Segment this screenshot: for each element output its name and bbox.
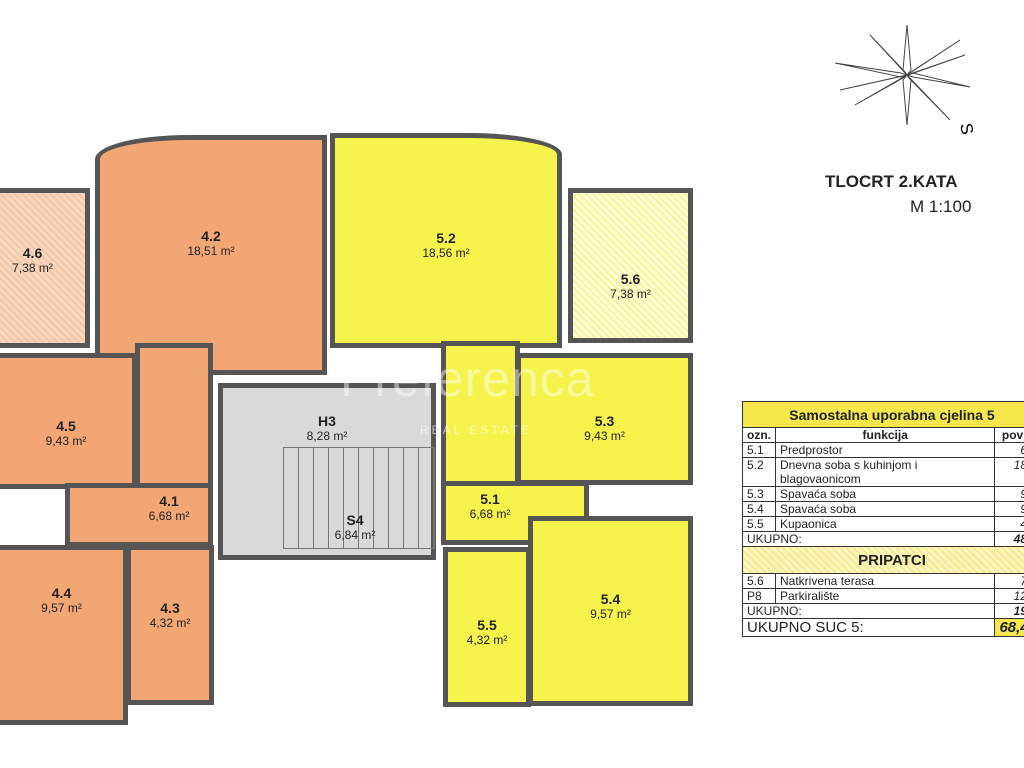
watermark-logo: Preferenca bbox=[340, 351, 595, 407]
plan-title: TLOCRT 2.KATA bbox=[825, 172, 958, 191]
table-row: P8Parkiralište12,5 bbox=[742, 588, 1024, 604]
table-row: 5.5Kupaonica4,3 bbox=[742, 516, 1024, 532]
room-5-1-corridor[interactable] bbox=[441, 341, 520, 491]
room-4-1-corridor[interactable] bbox=[135, 343, 213, 493]
watermark-sub: REAL ESTATE bbox=[420, 423, 533, 437]
compass-label: S bbox=[956, 122, 975, 135]
section-title: PRIPATCI bbox=[742, 546, 1024, 574]
table-row: 5.1Predprostor6,6 bbox=[742, 442, 1024, 458]
staircase bbox=[283, 447, 435, 549]
plan-scale: M 1:100 bbox=[910, 197, 972, 216]
table-title: Samostalna uporabna cjelina 5 bbox=[742, 401, 1024, 428]
area-table: Samostalna uporabna cjelina 5 ozn.funkci… bbox=[741, 401, 1024, 637]
compass-star-icon: S bbox=[835, 25, 975, 135]
